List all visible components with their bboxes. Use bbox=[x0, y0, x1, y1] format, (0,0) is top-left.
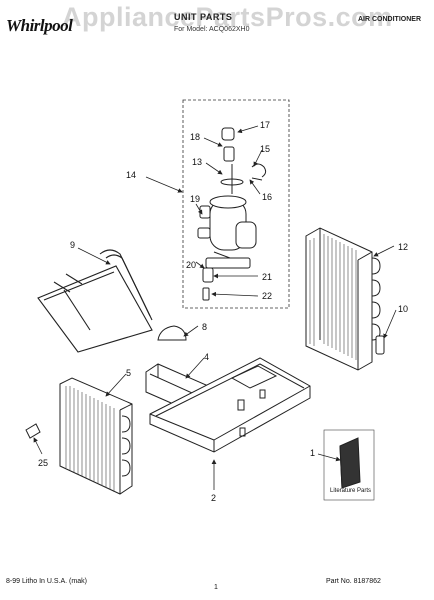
callout-22: 22 bbox=[262, 291, 272, 301]
callout-17: 17 bbox=[260, 120, 270, 130]
model-subtitle: For Model: ACQ062XH0 bbox=[174, 26, 250, 33]
compressor-group-box bbox=[182, 99, 290, 309]
frame-assembly bbox=[37, 249, 153, 353]
callout-1: 1 bbox=[310, 448, 315, 458]
product-type: AIR CONDITIONER bbox=[358, 16, 421, 23]
footer-print-info: 8-99 Litho In U.S.A. (mak) bbox=[6, 578, 87, 585]
callout-labels: 17 18 15 13 14 16 19 9 12 20 21 22 8 10 … bbox=[38, 120, 408, 503]
callout-16: 16 bbox=[262, 192, 272, 202]
callout-10: 10 bbox=[398, 304, 408, 314]
callout-4: 4 bbox=[204, 352, 209, 362]
compressor-assembly bbox=[197, 127, 267, 301]
callout-13: 13 bbox=[192, 157, 202, 167]
leader-lines bbox=[33, 125, 397, 490]
callout-9: 9 bbox=[70, 240, 75, 250]
literature-parts-label: Literature Parts bbox=[330, 488, 372, 494]
evaporator-coil bbox=[25, 377, 133, 495]
callout-21: 21 bbox=[262, 272, 272, 282]
callout-12: 12 bbox=[398, 242, 408, 252]
page-number: 1 bbox=[214, 584, 218, 591]
callout-25: 25 bbox=[38, 458, 48, 468]
callout-2: 2 bbox=[211, 493, 216, 503]
part-number: Part No. 8187862 bbox=[326, 578, 381, 585]
callout-19: 19 bbox=[190, 194, 200, 204]
part-8-cap bbox=[157, 325, 187, 341]
callout-18: 18 bbox=[190, 132, 200, 142]
callout-20: 20 bbox=[186, 260, 196, 270]
page-title: UNIT PARTS bbox=[174, 12, 233, 22]
literature-box bbox=[323, 429, 375, 501]
base-pan bbox=[149, 357, 311, 453]
evaporator-fins bbox=[65, 386, 115, 492]
watermark: AppliancePartsPros.com bbox=[62, 2, 393, 32]
callout-15: 15 bbox=[260, 144, 270, 154]
condenser-fins bbox=[309, 234, 357, 360]
literature-booklet bbox=[339, 437, 361, 489]
callout-5: 5 bbox=[126, 368, 131, 378]
callout-8: 8 bbox=[202, 322, 207, 332]
condenser-coil bbox=[305, 227, 385, 371]
brand-logo: Whirlpool bbox=[6, 16, 73, 35]
callout-14: 14 bbox=[126, 170, 136, 180]
